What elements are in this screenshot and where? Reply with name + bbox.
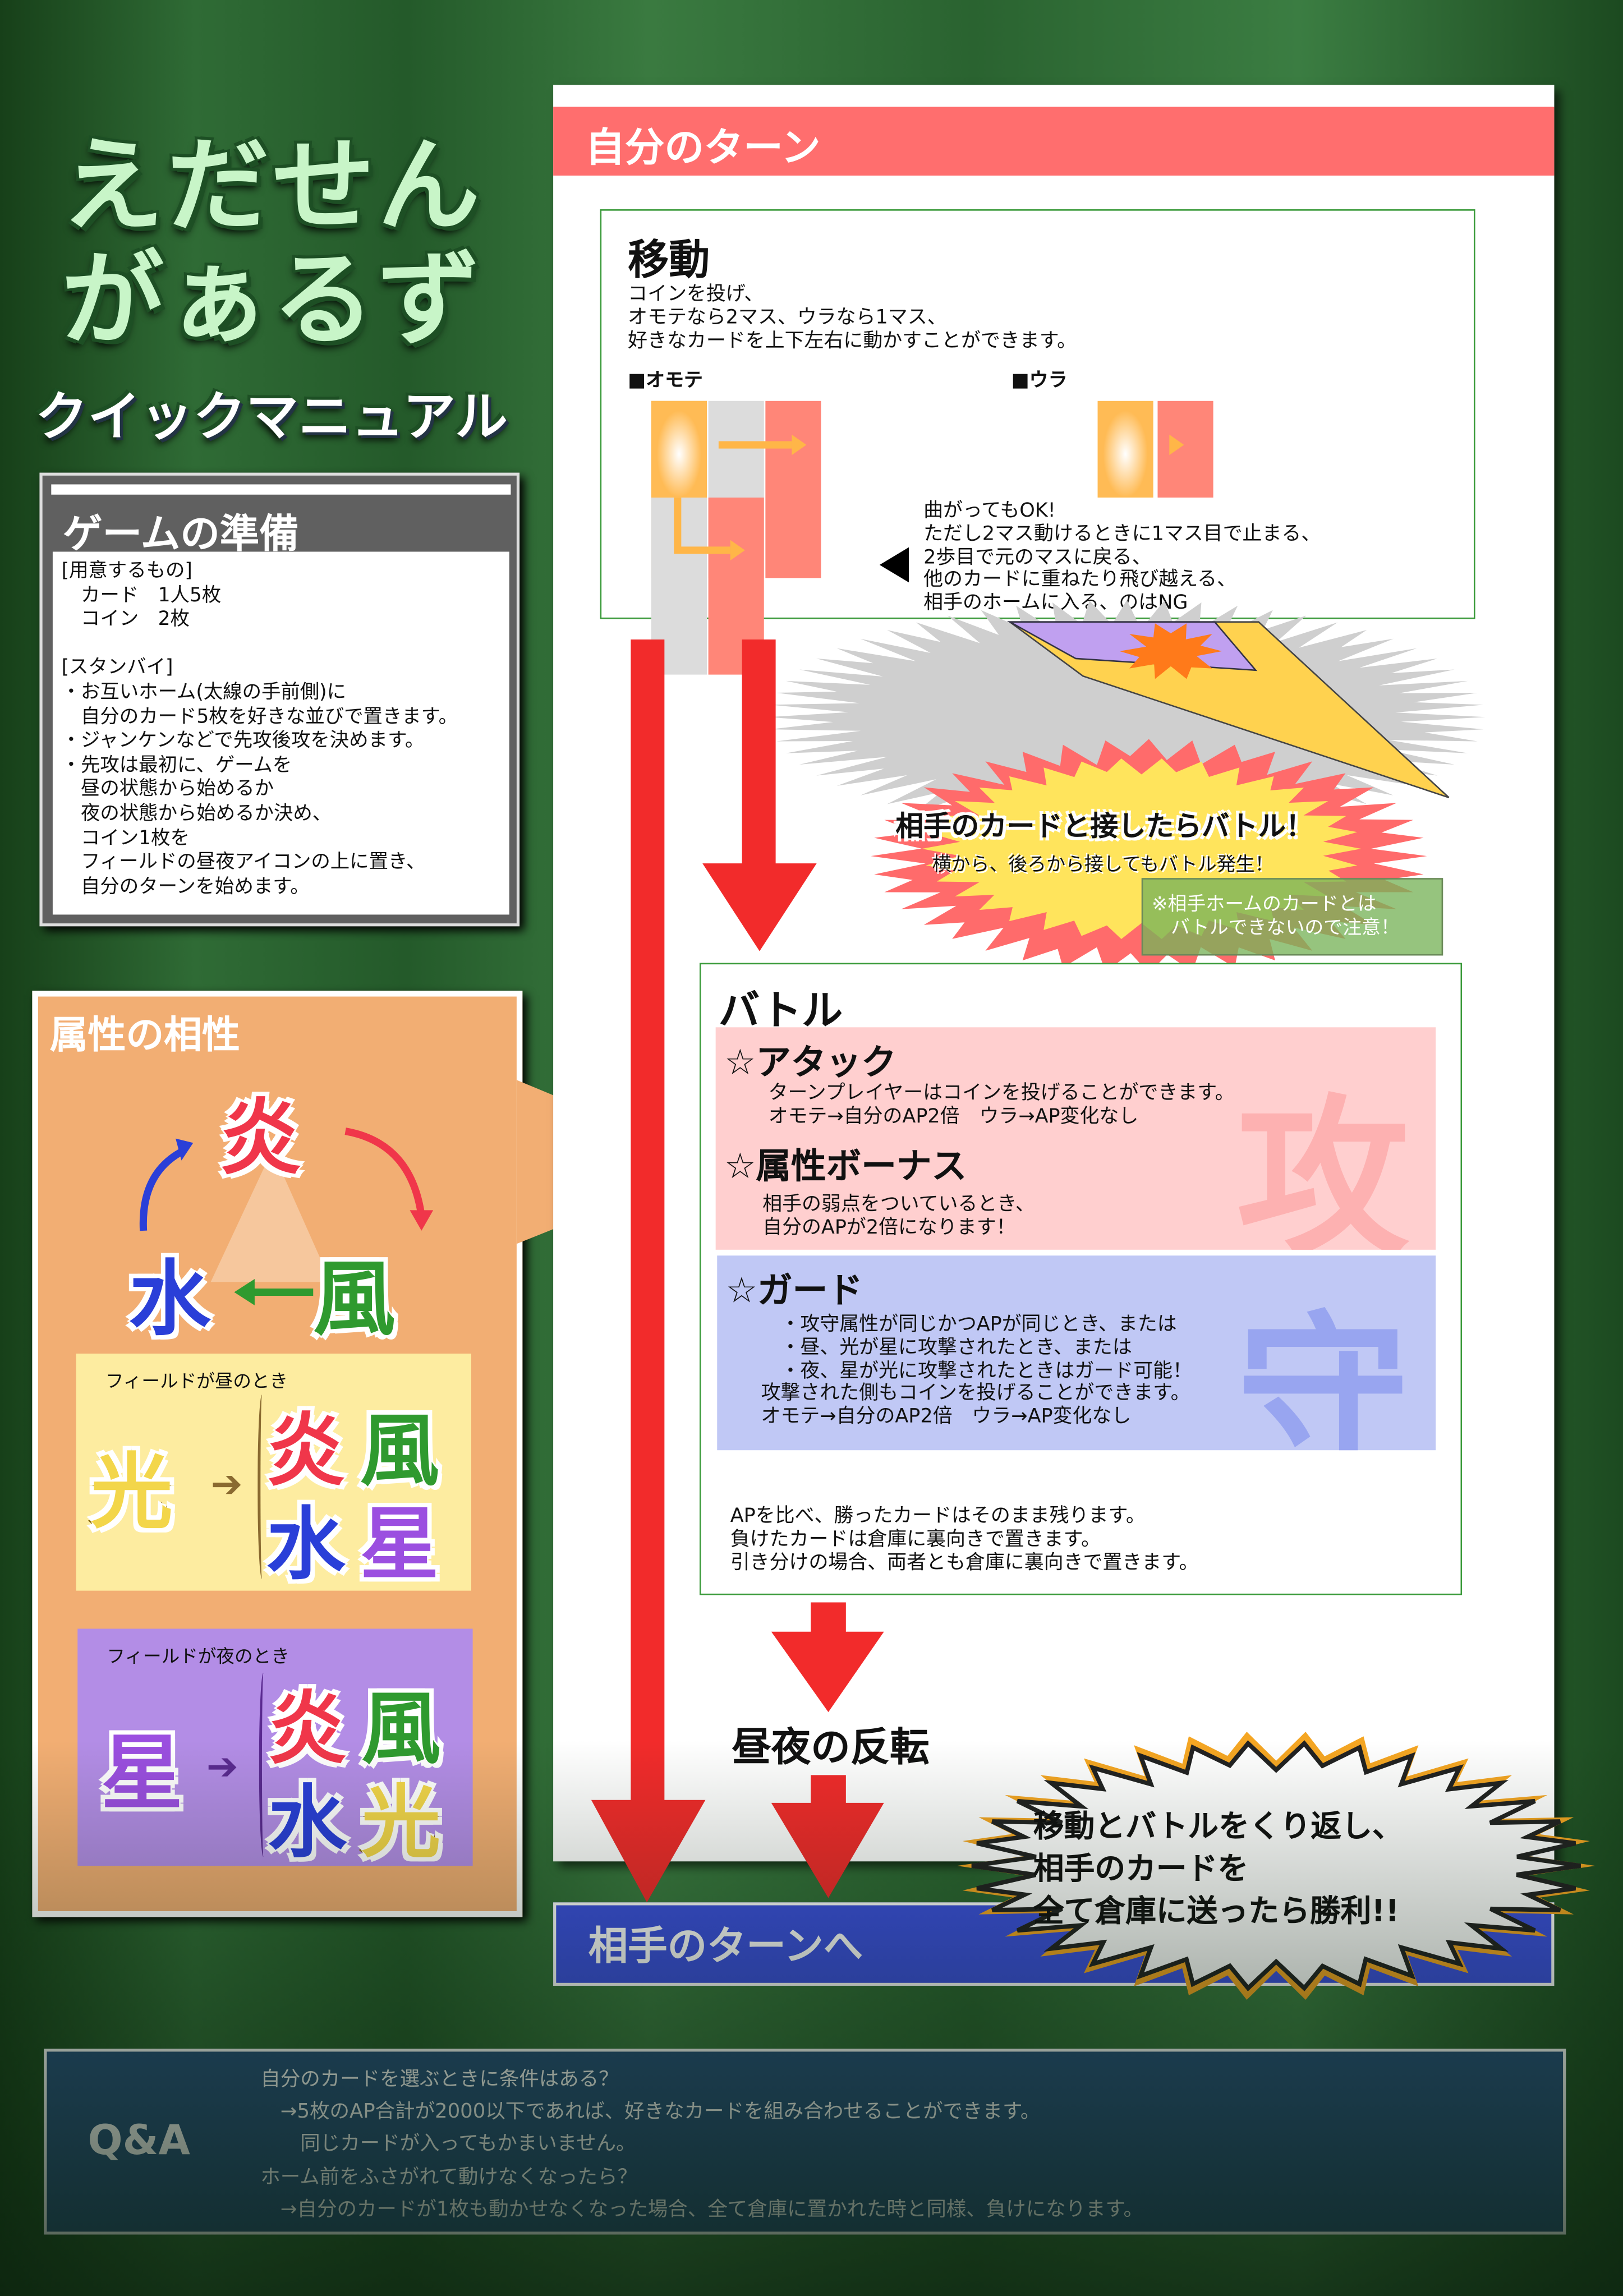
pointer-triangle (879, 547, 909, 583)
wind-glyph: 風 (358, 1404, 440, 1499)
wind-glyph: 風 (312, 1251, 397, 1349)
night-field-box: フィールドが夜のとき 星 ➔ 炎 風 水 光 (77, 1628, 473, 1870)
bonus-body: 相手の弱点をついているとき、 自分のAPが2倍になります！ (762, 1194, 1035, 1240)
arrow-water-fire (139, 1147, 186, 1231)
guard-kanji: 守 (1236, 1295, 1410, 1451)
speed-lines (768, 600, 1486, 834)
move-heading: 移動 (628, 236, 710, 284)
prep-heading: ゲームの準備 (63, 512, 299, 558)
move-note: 曲がってもOK! ただし2マス動けるときに1マス目で止まる、 2歩目で元のマスに… (923, 500, 1321, 615)
arrow-icon: ➔ (206, 1746, 238, 1790)
day-field-box: フィールドが昼のとき 光 ➔ 炎 風 水 星 (76, 1354, 472, 1592)
star-glyph: 星 (99, 1726, 184, 1824)
arrow-to-daynight (771, 1602, 884, 1713)
win-burst-fill (971, 1740, 1581, 1991)
tails-label: ■ウラ (1011, 370, 1068, 393)
attack-title: ☆アタック (724, 1042, 896, 1083)
arrow-fire-wind (344, 1128, 425, 1217)
fire-glyph: 炎 (265, 1404, 347, 1499)
attr-heading: 属性の相性 (49, 1014, 240, 1059)
attack-kanji: 攻 (1236, 1078, 1410, 1250)
move-path (674, 441, 792, 554)
brace (259, 1672, 268, 1857)
water-glyph: 水 (265, 1497, 347, 1593)
title-line1: えだせん (61, 126, 483, 246)
arrow-to-battle (702, 639, 817, 951)
fire-glyph: 炎 (266, 1681, 348, 1777)
heads-label: ■オモテ (628, 370, 703, 393)
target-cell (765, 401, 821, 578)
light-glyph: 光 (360, 1775, 442, 1870)
prep-body: [用意するもの] カード 1人5枚 コイン 2枚 [スタンバイ] ・お互いホーム… (52, 551, 509, 915)
impact-spark (1119, 623, 1222, 679)
qa-label: Q&A (88, 2116, 190, 2165)
battle-section: バトル 攻 ☆アタック ターンプレイヤーはコインを投げることができます。 オモテ… (699, 963, 1463, 1595)
brace (258, 1395, 266, 1579)
my-turn-label: 自分のターン (585, 126, 821, 172)
arrowhead (1169, 434, 1184, 455)
bonus-title: ☆属性ボーナス (724, 1145, 967, 1187)
light-glyph: 光 (89, 1444, 174, 1543)
arrowhead (792, 434, 807, 455)
my-turn-header: 自分のターン (553, 107, 1555, 176)
contact-sub: 横から、後ろから接してもバトル発生！ (932, 854, 1274, 877)
game-prep-panel: ゲームの準備 [用意するもの] カード 1人5枚 コイン 2枚 [スタンバイ] … (39, 472, 520, 927)
star-glyph: 星 (358, 1497, 440, 1593)
arrowhead (176, 1138, 194, 1161)
contact-main: 相手のカードと接したらバトル！ (895, 811, 1314, 843)
arrowhead (730, 540, 745, 561)
triangle-shape (210, 1150, 331, 1282)
card-heads (651, 401, 707, 498)
move-body: コインを投げ、 オモテなら2マス、ウラなら1マス、 好きなカードを上下左右に動か… (628, 284, 1077, 352)
arrowhead (410, 1210, 434, 1231)
warning-note: ※相手ホームのカードとは バトルできないので注意！ (1141, 878, 1443, 956)
card-tails (1097, 401, 1153, 498)
arrowhead (234, 1279, 255, 1305)
night-label: フィールドが夜のとき (107, 1645, 289, 1667)
guard-box: 守 ☆ガード ・攻守属性が同じかつAPが同じとき、または ・昼、光が星に攻撃され… (717, 1255, 1436, 1451)
battle-result: APを比べ、勝ったカードはそのまま残ります。 負けたカードは倉庫に裏向きで置きま… (730, 1506, 1199, 1574)
qa-body: 自分のカードを選ぶときに条件はある？ →5枚のAP合計が2000以下であれば、好… (260, 2068, 1143, 2221)
attribute-panel: 属性の相性 炎 水 風 フィールドが昼のとき 光 ➔ 炎 風 水 星 フィールド… (32, 991, 523, 1917)
guard-body: ・攻守属性が同じかつAPが同じとき、または ・昼、光が星に攻撃されたとき、または… (761, 1314, 1193, 1429)
attack-body: ターンプレイヤーはコインを投げることができます。 オモテ→自分のAP2倍 ウラ→… (768, 1083, 1235, 1128)
day-label: フィールドが昼のとき (105, 1369, 288, 1392)
arrow-to-opponent (771, 1775, 884, 1898)
opponent-turn-label: 相手のターンへ (588, 1924, 863, 1970)
affinity-arrows (139, 1128, 434, 1305)
battle-heading: バトル (718, 986, 843, 1035)
move-arrows (674, 434, 1184, 583)
day-night-flip: 昼夜の反転 (732, 1725, 930, 1771)
subtitle: クイックマニュアル (35, 388, 508, 448)
guard-title: ☆ガード (725, 1270, 863, 1312)
long-arrow (591, 639, 706, 1903)
qa-panel: Q&A 自分のカードを選ぶときに条件はある？ →5枚のAP合計が2000以下であ… (44, 2049, 1566, 2235)
win-condition: 移動とバトルをくり返し、 相手のカードを 全て倉庫に送ったら勝利!! (1033, 1809, 1403, 1929)
attack-box: 攻 ☆アタック ターンプレイヤーはコインを投げることができます。 オモテ→自分の… (715, 1027, 1436, 1250)
arrow-icon: ➔ (210, 1463, 243, 1507)
target-cell (1157, 401, 1213, 498)
divider (51, 484, 511, 495)
title-line2: がぁるず (61, 240, 483, 360)
water-glyph: 水 (127, 1251, 212, 1349)
wind-glyph: 風 (360, 1681, 442, 1777)
fire-glyph: 炎 (218, 1090, 303, 1188)
water-glyph: 水 (266, 1775, 348, 1870)
